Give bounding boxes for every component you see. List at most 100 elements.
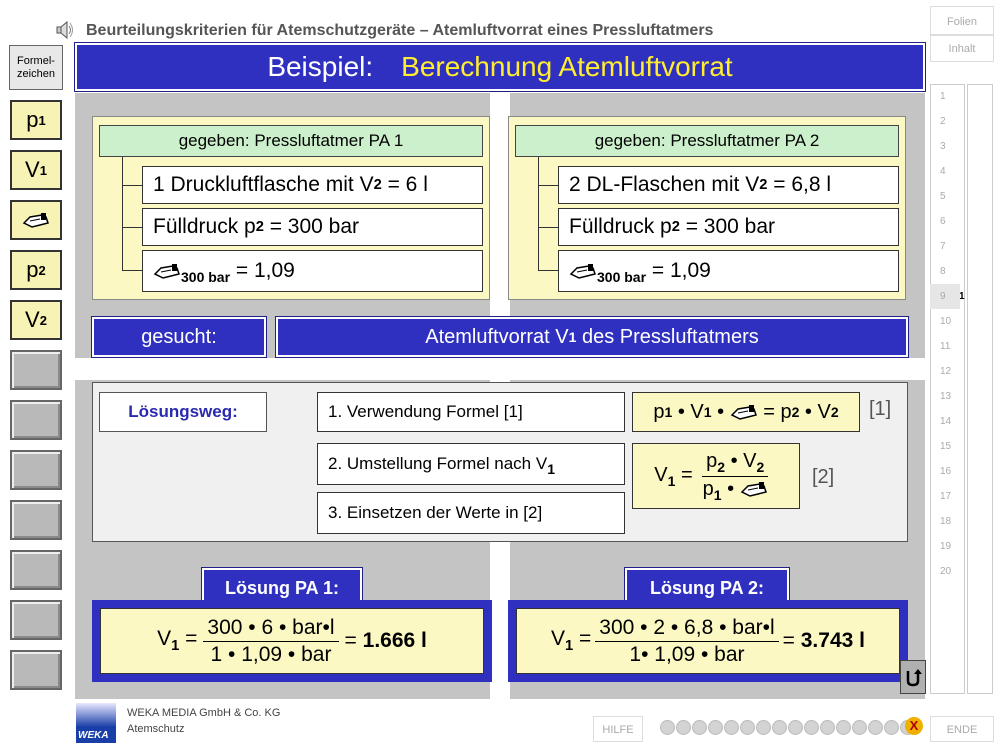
slide-item[interactable]: 16	[940, 466, 952, 477]
close-x-button[interactable]: X	[905, 717, 923, 735]
progress-dot	[692, 720, 707, 735]
subscript: 2	[255, 219, 264, 235]
slide-item[interactable]: 5	[940, 191, 946, 202]
progress-dot	[676, 720, 691, 735]
slide-item[interactable]: 1	[940, 91, 946, 102]
result-value: 1.666 l	[362, 629, 427, 652]
slide-item[interactable]: 17	[940, 491, 952, 502]
pa2-compressibility: 300 bar = 1,09	[558, 250, 899, 292]
text: Fülldruck p	[153, 215, 256, 238]
step-3: 3. Einsetzen der Werte in [2]	[317, 492, 625, 534]
symbol-sub: 2	[38, 262, 46, 278]
empty-sidebar-button[interactable]	[10, 550, 62, 590]
hand-icon	[740, 482, 767, 498]
empty-sidebar-button[interactable]	[10, 500, 62, 540]
text: des Pressluftatmers	[576, 325, 759, 348]
formula-2-ref: [2]	[812, 466, 835, 488]
speaker-icon[interactable]	[56, 20, 74, 40]
company-name: WEKA MEDIA GmbH & Co. KG	[127, 707, 281, 719]
hilfe-button[interactable]: HILFE	[593, 716, 643, 742]
progress-dot	[740, 720, 755, 735]
text: = 300 bar	[679, 215, 776, 238]
weka-logo: WEKA	[76, 703, 116, 743]
text: = 1,09	[646, 259, 711, 282]
slide-item[interactable]: 7	[940, 241, 946, 252]
symbol-base: V	[25, 307, 40, 332]
empty-sidebar-button[interactable]	[10, 600, 62, 640]
footer-subtitle: Atemschutz	[127, 723, 185, 735]
return-button[interactable]	[900, 660, 926, 694]
slide-item[interactable]: 6	[940, 216, 946, 227]
denominator: 1• 1,09 • bar	[629, 642, 745, 666]
text: = 6 l	[381, 173, 428, 196]
subscript: 2	[373, 177, 382, 193]
slide-item[interactable]: 8	[940, 266, 946, 277]
progress-dot	[772, 720, 787, 735]
slide-scroll-track[interactable]	[967, 84, 993, 694]
formula-1-ref: [1]	[869, 398, 892, 420]
step-1: 1. Verwendung Formel [1]	[317, 392, 625, 432]
symbol-hand-button[interactable]	[10, 200, 62, 240]
symbol-sub: 2	[39, 312, 47, 328]
progress-dot	[852, 720, 867, 735]
folien-button[interactable]: Folien	[930, 6, 994, 36]
slide-item[interactable]: 9	[930, 284, 960, 309]
denominator: 1 • 1,09 • bar	[210, 642, 332, 666]
slide-item[interactable]: 18	[940, 516, 952, 527]
slide-item[interactable]: 2	[940, 116, 946, 127]
ende-button[interactable]: ENDE	[930, 716, 994, 742]
subscript: 1	[171, 638, 180, 655]
return-arrow-icon	[906, 669, 922, 687]
slide-item[interactable]: 14	[940, 416, 952, 427]
result-value: 3.743 l	[800, 629, 865, 652]
numerator: 300 • 2 • 6,8 • bar•l	[595, 616, 779, 642]
tree-line	[538, 270, 558, 271]
slide-item[interactable]: 13	[940, 391, 952, 402]
slide-item[interactable]: 3	[940, 141, 946, 152]
slide-item[interactable]: 19	[940, 541, 952, 552]
slide-title-banner: Beispiel: Berechnung Atemluftvorrat	[74, 42, 926, 92]
tree-line	[122, 157, 123, 271]
empty-sidebar-button[interactable]	[10, 450, 62, 490]
slide-item[interactable]: 12	[940, 366, 952, 377]
slide-item[interactable]: 20	[940, 566, 952, 577]
progress-dot	[836, 720, 851, 735]
symbol-sub: 1	[38, 112, 46, 128]
subscript: 1	[565, 638, 574, 655]
banner-label: Beispiel:	[267, 51, 374, 82]
hand-icon	[153, 264, 180, 279]
tree-line	[538, 185, 558, 186]
progress-dot	[660, 720, 675, 735]
symbol-sub: 1	[39, 162, 47, 178]
slide-item[interactable]: 11	[940, 341, 951, 352]
logo-text: WEKA	[78, 730, 109, 741]
slide-item[interactable]: 4	[940, 166, 946, 177]
progress-dot	[708, 720, 723, 735]
inhalt-button[interactable]: Inhalt	[930, 34, 994, 62]
slide-item[interactable]: 15	[940, 441, 952, 452]
progress-dot	[820, 720, 835, 735]
empty-sidebar-button[interactable]	[10, 650, 62, 690]
text: Fülldruck p	[569, 215, 672, 238]
empty-sidebar-button[interactable]	[10, 400, 62, 440]
progress-dot	[884, 720, 899, 735]
subscript: 300 bar	[597, 269, 647, 285]
pa1-compressibility: 300 bar = 1,09	[142, 250, 483, 292]
empty-sidebar-button[interactable]	[10, 350, 62, 390]
subscript: 1	[568, 329, 577, 345]
tree-line	[122, 270, 142, 271]
hand-icon	[730, 405, 757, 420]
slide-item[interactable]: 10	[940, 316, 952, 327]
slide-list	[930, 84, 965, 694]
symbol-base: p	[26, 107, 39, 132]
formelzeichen-header: Formel- zeichen	[9, 45, 63, 90]
